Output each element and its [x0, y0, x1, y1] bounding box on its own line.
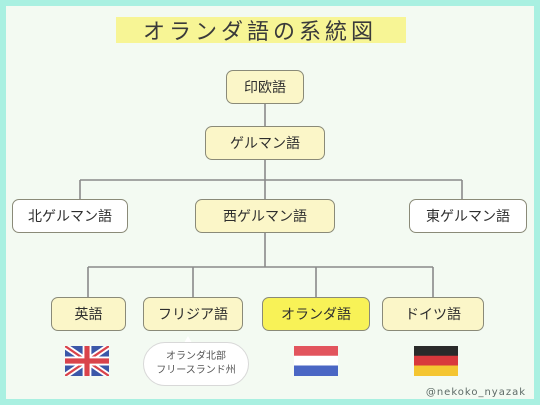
node-german-label: ドイツ語	[405, 307, 461, 323]
frisian-note-line2: フリースランド州	[156, 365, 236, 376]
node-dutch-label: オランダ語	[281, 307, 351, 323]
frisian-note-bubble: オランダ北部 フリースランド州	[143, 342, 249, 386]
frisian-note-line1: オランダ北部	[166, 351, 226, 362]
node-germanic-label: ゲルマン語	[230, 136, 300, 152]
node-north-germanic: 北ゲルマン語	[12, 199, 128, 233]
node-west-germanic: 西ゲルマン語	[195, 199, 335, 233]
node-indo-european-label: 印欧語	[244, 80, 286, 96]
node-english-label: 英語	[74, 307, 103, 323]
node-english: 英語	[51, 297, 126, 331]
germany-flag-icon	[414, 346, 458, 376]
uk-flag-icon	[65, 346, 109, 376]
node-dutch: オランダ語	[262, 297, 370, 331]
diagram-title: オランダ語の系統図	[142, 20, 377, 45]
title-highlight	[116, 17, 406, 43]
node-west-germanic-label: 西ゲルマン語	[223, 209, 307, 225]
netherlands-flag-icon	[294, 346, 338, 376]
node-frisian: フリジア語	[143, 297, 243, 331]
node-indo-european: 印欧語	[226, 70, 304, 104]
author-credit: @nekoko_nyazak	[425, 387, 526, 398]
node-east-germanic: 東ゲルマン語	[409, 199, 527, 233]
node-north-germanic-label: 北ゲルマン語	[28, 209, 112, 225]
bubble-tail	[184, 336, 192, 343]
node-germanic: ゲルマン語	[205, 126, 325, 160]
node-german: ドイツ語	[382, 297, 484, 331]
node-frisian-label: フリジア語	[158, 307, 228, 323]
node-east-germanic-label: 東ゲルマン語	[426, 209, 510, 225]
